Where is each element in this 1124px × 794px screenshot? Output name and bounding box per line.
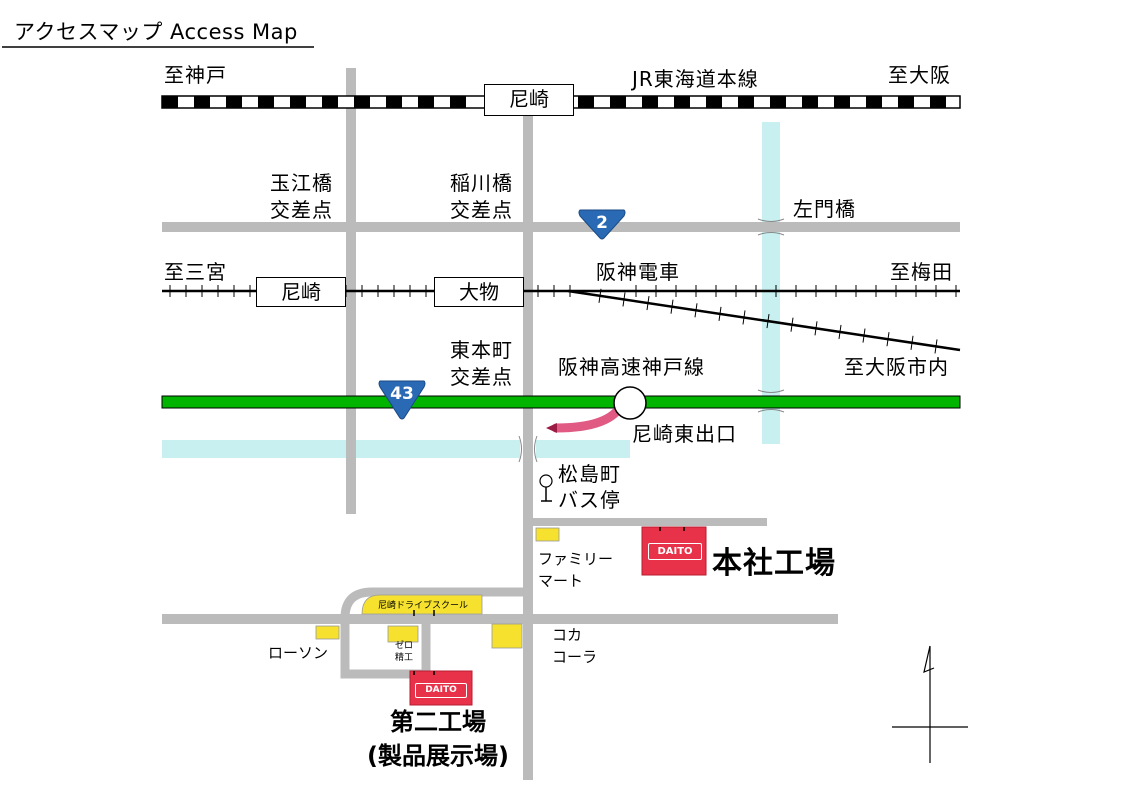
lawson-label: ローソン (268, 644, 329, 662)
map-title: アクセスマップ Access Map (14, 20, 298, 44)
to-sannomiya-label: 至三宮 (164, 260, 227, 284)
jr-line-label: JR東海道本線 (632, 67, 759, 91)
to-osaka-label: 至大阪 (888, 63, 951, 87)
head-factory-block (641, 526, 707, 576)
hanshin-amagasaki-station: 尼崎 (256, 277, 346, 307)
canal-right (536, 440, 630, 458)
driving-school-label: 尼崎ドライブスクール (378, 601, 469, 611)
head-factory-label: 本社工場 (712, 546, 836, 581)
jr-line-dashes (162, 96, 946, 108)
jr-amagasaki-station: 尼崎 (484, 84, 574, 116)
road-horizontal-lower (162, 614, 838, 624)
hanshin-branch-line (567, 289, 961, 352)
hanshin-line-label: 阪神電車 (596, 260, 680, 284)
zero-seiko-label: ゼロ精工 (394, 641, 413, 663)
second-factory-label: 第二工場 (製品展示場) (367, 708, 509, 770)
to-umeda-label: 至梅田 (890, 260, 953, 284)
daito-logo: DAITO (415, 683, 467, 698)
bridge-samon (757, 218, 785, 236)
route-2-number: 2 (596, 213, 608, 233)
inagawabashi-intersection: 稲川橋交差点 (450, 171, 513, 222)
bus-stop-icon (539, 474, 553, 488)
highway-junction (613, 386, 647, 420)
hanshin-ties (169, 285, 957, 354)
bridge-canal (518, 435, 538, 463)
route-2-shield (578, 209, 626, 240)
road-loop (340, 587, 528, 679)
matsushimacho-bus-stop: 松島町バス停 (558, 462, 621, 512)
river-vertical (762, 122, 780, 444)
coca-cola-marker (491, 623, 523, 649)
route-43-shield (378, 380, 426, 420)
road-to-factory (533, 518, 767, 526)
to-kobe-label: 至神戸 (164, 63, 227, 87)
exit-arrow-icon (546, 423, 557, 433)
road-main-vertical (523, 108, 533, 780)
route-43-number: 43 (390, 384, 414, 404)
hanshin-daimotsu-station: 大物 (434, 277, 524, 307)
family-mart-label: ファミリーマート (538, 550, 614, 590)
canal-left (162, 440, 520, 458)
hanshin-expressway-label: 阪神高速神戸線 (558, 355, 705, 379)
north-arrow-icon (892, 645, 968, 763)
lawson-marker (315, 625, 340, 640)
daito-logo: DAITO (648, 543, 702, 560)
samonbashi-label: 左門橋 (793, 197, 856, 221)
tamaebashi-intersection: 玉江橋交差点 (270, 171, 333, 222)
higashihonmachi-intersection: 東本町交差点 (450, 338, 513, 389)
amagasaki-east-exit-label: 尼崎東出口 (632, 422, 737, 446)
driving-school-marker (361, 594, 483, 615)
coca-cola-label: コカコーラ (552, 626, 598, 666)
second-factory-block (409, 670, 473, 706)
family-mart-marker (535, 527, 560, 542)
bridge-river-43 (757, 389, 785, 413)
route-43-road (161, 395, 961, 409)
to-osaka-city-label: 至大阪市内 (844, 355, 949, 379)
zero-seiko-marker (387, 625, 419, 643)
road-horizontal-upper (162, 222, 960, 232)
